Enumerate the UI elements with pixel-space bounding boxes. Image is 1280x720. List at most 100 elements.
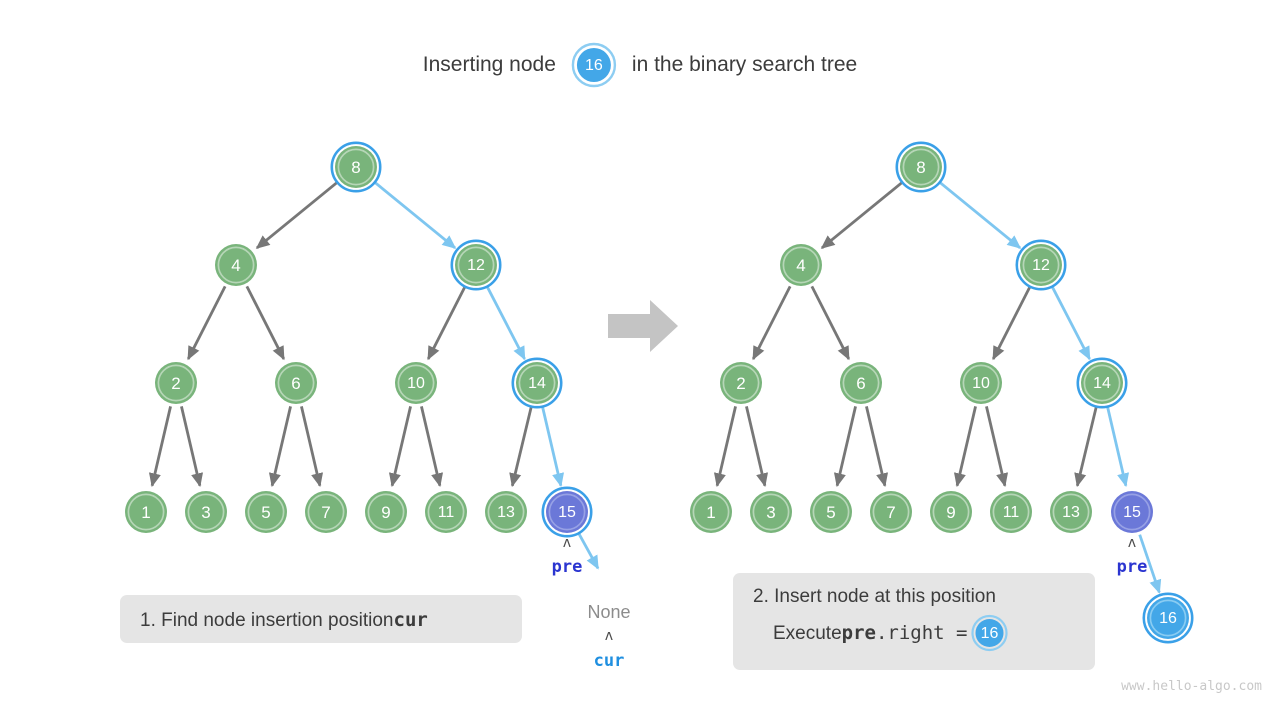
node-12[interactable]: 12 [1015, 239, 1067, 291]
node-2-value: 2 [171, 374, 180, 393]
node-7-disc [305, 491, 347, 533]
node-3-disc [750, 491, 792, 533]
node-7-inner-ring [872, 493, 910, 531]
node-10-disc [960, 362, 1002, 404]
node-10-value: 10 [972, 375, 990, 392]
node-2[interactable]: 2 [155, 362, 197, 404]
node-11-inner-ring [427, 493, 465, 531]
pointer-cur-caret: ʌ [605, 628, 613, 644]
node-15-disc [1111, 491, 1153, 533]
node-8[interactable]: 8 [330, 141, 382, 193]
node-3[interactable]: 3 [185, 491, 227, 533]
node-4[interactable]: 4 [780, 244, 822, 286]
node-15[interactable]: 15 [1111, 491, 1153, 533]
node-15[interactable]: 15 [541, 486, 593, 538]
node-14-highlight-ring [511, 357, 563, 409]
node-8[interactable]: 8 [895, 141, 947, 193]
edge-4-2 [751, 285, 792, 361]
node-9[interactable]: 9 [930, 491, 972, 533]
title-prefix: Inserting node [423, 53, 556, 76]
node-1-disc [690, 491, 732, 533]
node-6[interactable]: 6 [840, 362, 882, 404]
node-11[interactable]: 11 [990, 491, 1032, 533]
after-caption-line1-seg2: .right = [876, 622, 968, 644]
edge-10-9 [388, 406, 412, 488]
edge-4-2 [186, 285, 227, 361]
node-8-inner-ring [337, 148, 375, 186]
node-16[interactable]: 16 [1142, 592, 1194, 644]
node-15-value: 15 [1123, 504, 1141, 521]
node-4-inner-ring [217, 246, 255, 284]
node-7-inner-ring [307, 493, 345, 531]
node-11-disc [425, 491, 467, 533]
edge-6-5 [833, 406, 857, 488]
edge-4-6 [810, 285, 851, 361]
node-11-value: 11 [438, 504, 455, 521]
node-3-value: 3 [766, 503, 775, 522]
node-13[interactable]: 13 [485, 491, 527, 533]
after-caption-line1-seg1: pre [842, 622, 876, 644]
node-1-value: 1 [706, 503, 715, 522]
after-caption-line0-seg0: 2. Insert node at this position [753, 586, 996, 607]
node-12-disc [455, 244, 497, 286]
node-7[interactable]: 7 [870, 491, 912, 533]
node-1[interactable]: 1 [690, 491, 732, 533]
node-1-inner-ring [127, 493, 165, 531]
node-9[interactable]: 9 [365, 491, 407, 533]
node-15-value: 15 [558, 504, 576, 521]
node-14[interactable]: 14 [511, 357, 563, 409]
edge-4-6 [245, 285, 286, 361]
pointer-pre-label: pre [552, 557, 583, 577]
edges-layer [148, 181, 1162, 594]
node-13[interactable]: 13 [1050, 491, 1092, 533]
node-6-disc [275, 362, 317, 404]
node-10[interactable]: 10 [395, 362, 437, 404]
node-6-inner-ring [277, 364, 315, 402]
node-4-disc [215, 244, 257, 286]
edge-14-15 [1106, 406, 1130, 488]
node-8-highlight-ring [330, 141, 382, 193]
node-12-highlight-ring [1015, 239, 1067, 291]
node-8-highlight-ring [895, 141, 947, 193]
node-15-disc [546, 491, 588, 533]
node-6-disc [840, 362, 882, 404]
node-14-disc [1081, 362, 1123, 404]
node-10-inner-ring [397, 364, 435, 402]
node-7[interactable]: 7 [305, 491, 347, 533]
node-4-value: 4 [796, 256, 805, 275]
node-5[interactable]: 5 [245, 491, 287, 533]
node-6[interactable]: 6 [275, 362, 317, 404]
node-1[interactable]: 1 [125, 491, 167, 533]
node-4[interactable]: 4 [215, 244, 257, 286]
node-10[interactable]: 10 [960, 362, 1002, 404]
node-3-inner-ring [752, 493, 790, 531]
edge-6-5 [268, 406, 292, 488]
node-5[interactable]: 5 [810, 491, 852, 533]
node-13-disc [1050, 491, 1092, 533]
node-13-disc [485, 491, 527, 533]
node-14-value: 14 [1093, 375, 1111, 392]
node-9-disc [365, 491, 407, 533]
node-9-inner-ring [932, 493, 970, 531]
node-13-value: 13 [1062, 504, 1080, 521]
title-node-value: 16 [585, 57, 603, 74]
node-11[interactable]: 11 [425, 491, 467, 533]
edge-2-3 [180, 406, 204, 488]
node-3[interactable]: 3 [750, 491, 792, 533]
node-11-disc [990, 491, 1032, 533]
node-2[interactable]: 2 [720, 362, 762, 404]
node-14-highlight-ring [1076, 357, 1128, 409]
node-6-value: 6 [291, 374, 300, 393]
node-13-inner-ring [487, 493, 525, 531]
edge-2-3 [745, 406, 769, 488]
after-caption-node-disc [975, 619, 1004, 647]
node-7-disc [870, 491, 912, 533]
node-14[interactable]: 14 [1076, 357, 1128, 409]
title-suffix: in the binary search tree [632, 53, 857, 76]
node-2-disc [155, 362, 197, 404]
before-caption-line0-seg0: 1. Find node insertion position [140, 610, 394, 631]
node-12[interactable]: 12 [450, 239, 502, 291]
